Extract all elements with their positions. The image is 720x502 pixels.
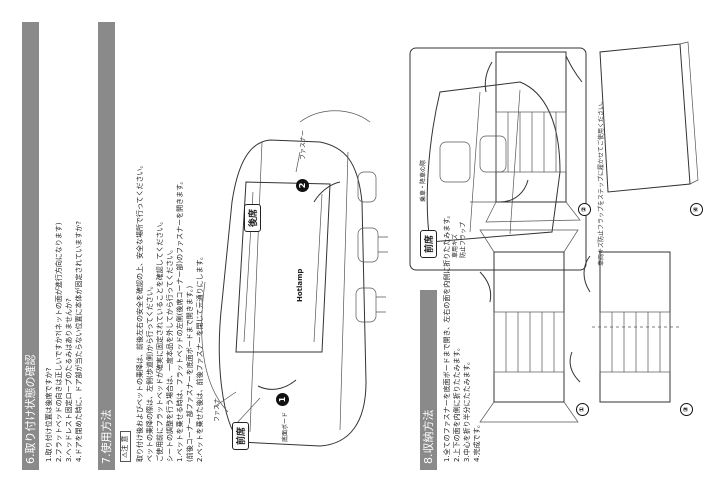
fold-figure-label-4: ④ bbox=[690, 203, 703, 216]
fold-figure-label-1: ① bbox=[576, 403, 589, 416]
fold-figure-label-2: ② bbox=[578, 203, 591, 216]
fold-figure-label-3: ③ bbox=[680, 403, 693, 416]
